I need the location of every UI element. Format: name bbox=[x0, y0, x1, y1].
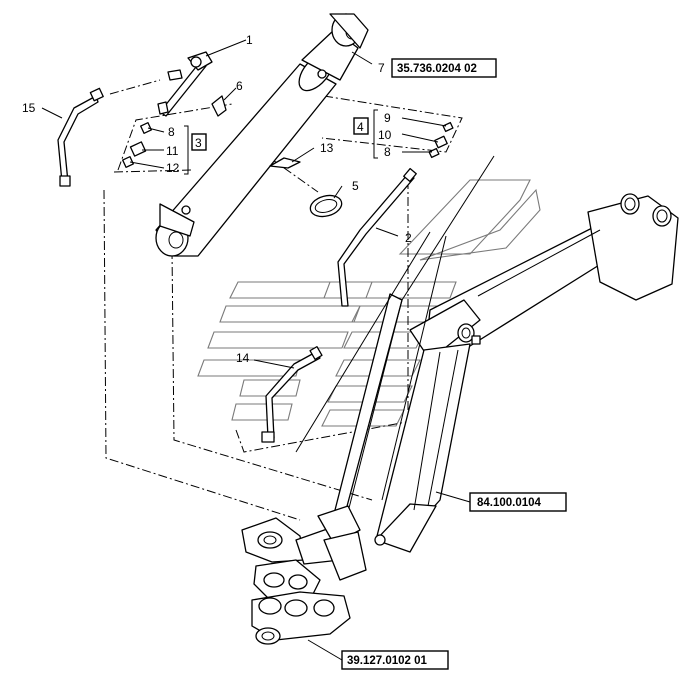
callout-7: 7 bbox=[378, 61, 385, 75]
callout-13: 13 bbox=[320, 141, 334, 155]
watermark-logo bbox=[197, 179, 541, 427]
callout-9: 9 bbox=[384, 111, 391, 125]
callout-6: 6 bbox=[236, 79, 243, 93]
assembly-dash-lines bbox=[103, 79, 463, 521]
callout-12: 12 bbox=[166, 161, 180, 175]
reference-box-cylinder: 35.736.0204 02 bbox=[391, 58, 497, 78]
hydraulic-cylinder bbox=[155, 13, 369, 257]
callout-14: 14 bbox=[236, 351, 250, 365]
callout-8-right: 8 bbox=[384, 145, 391, 159]
boom-frame-lines bbox=[295, 155, 495, 521]
boom-arm bbox=[375, 193, 679, 553]
callout-5: 5 bbox=[352, 179, 359, 193]
tube-part-2 bbox=[337, 167, 417, 307]
hose-part-15 bbox=[57, 87, 104, 187]
callout-3: 3 bbox=[195, 136, 202, 150]
callout-15: 15 bbox=[22, 101, 36, 115]
reference-label-cylinder: 35.736.0204 02 bbox=[397, 63, 477, 75]
callout-11: 11 bbox=[166, 144, 179, 158]
callout-4: 4 bbox=[357, 120, 364, 134]
reference-label-swing: 39.127.0102 01 bbox=[347, 655, 428, 667]
callout-10: 10 bbox=[378, 128, 392, 142]
pipe-part-1 bbox=[157, 51, 213, 117]
reference-box-boom: 84.100.0104 bbox=[469, 492, 567, 512]
callout-2: 2 bbox=[405, 231, 412, 245]
callout-1: 1 bbox=[246, 33, 253, 47]
group-box-4: 4 bbox=[353, 117, 369, 135]
leader-lines bbox=[41, 39, 471, 661]
callout-numbers: 1 2 5 6 7 8 11 12 9 10 8 13 14 15 bbox=[22, 33, 412, 365]
callout-8-left: 8 bbox=[168, 125, 175, 139]
swing-bracket bbox=[241, 505, 386, 645]
fitting-parts bbox=[122, 95, 454, 218]
group-box-3: 3 bbox=[191, 133, 207, 151]
reference-box-swing: 39.127.0102 01 bbox=[341, 650, 449, 670]
tube-part-14 bbox=[261, 346, 323, 443]
reference-label-boom: 84.100.0104 bbox=[477, 497, 542, 509]
